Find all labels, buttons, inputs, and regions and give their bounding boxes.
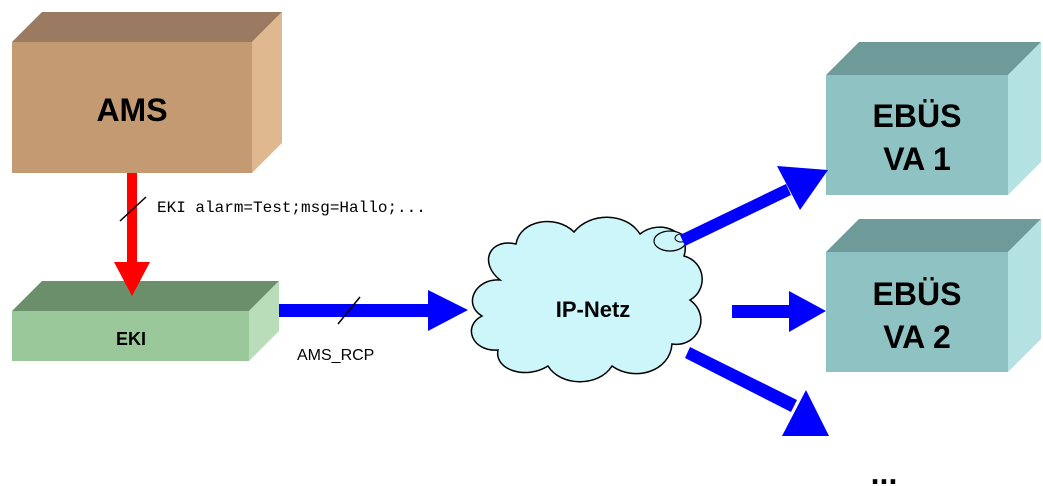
ebus-va1-box-front [826, 75, 1008, 195]
ams-box-top [12, 12, 282, 42]
arrow-net-to-more-shaft [685, 347, 797, 412]
ebus-va2-line2: VA 2 [883, 319, 951, 355]
arrow-eki-to-net-head [428, 290, 468, 331]
arrow-eki-to-net [279, 290, 468, 331]
eki-to-net-label: AMS_RCP [297, 347, 374, 364]
eki-box-side [249, 281, 279, 361]
arrow-ams-to-eki-shaft [127, 173, 137, 265]
ebus-va1-box: EBÜS VA 1 [826, 42, 1041, 195]
ams-to-eki-label: EKI alarm=Test;msg=Hallo;... [157, 199, 426, 217]
arrow-ams-to-eki-head [114, 262, 150, 296]
ebus-va1-box-side [1008, 42, 1041, 195]
ip-netz-cloud: IP-Netz [470, 216, 703, 383]
eki-label: EKI [116, 329, 146, 349]
eki-box-front [12, 311, 249, 361]
ebus-va1-line2: VA 1 [883, 141, 951, 177]
arrow-net-to-more-head [782, 390, 829, 436]
ebus-va2-box-side [1008, 219, 1041, 372]
arrow-ams-to-eki-bus-tick [119, 196, 147, 222]
ebus-va2-box-top [826, 219, 1041, 252]
eki-box-top [12, 281, 279, 311]
ams-label: AMS [96, 92, 167, 128]
ams-box: AMS [12, 12, 282, 173]
more-receivers-ellipsis: ... [871, 455, 898, 486]
cloud-shape [470, 216, 703, 383]
arrow-net-to-more [685, 347, 829, 436]
ip-netz-label: IP-Netz [556, 297, 631, 322]
arrow-net-to-ebus-va2 [732, 291, 826, 332]
eki-box: EKI [12, 281, 279, 361]
arrow-eki-to-net-bus-tick [337, 296, 361, 325]
ebus-va2-box-front [826, 252, 1008, 372]
ams-box-side [252, 12, 282, 173]
ebus-va1-line1: EBÜS [873, 98, 962, 134]
arrow-ams-to-eki [114, 173, 150, 296]
arrow-net-to-ebus-va1-shaft [680, 184, 791, 246]
arrow-net-to-ebus-va2-shaft [732, 305, 792, 318]
ebus-va1-box-top [826, 42, 1041, 75]
ebus-va2-box: EBÜS VA 2 [826, 219, 1041, 372]
arrow-net-to-ebus-va2-head [789, 291, 826, 332]
arrow-net-to-ebus-va1-head [777, 166, 828, 210]
ebus-va2-line1: EBÜS [873, 276, 962, 312]
ams-box-front [12, 42, 252, 173]
arrow-eki-to-net-shaft [279, 304, 431, 317]
arrow-net-to-ebus-va1 [680, 166, 828, 246]
